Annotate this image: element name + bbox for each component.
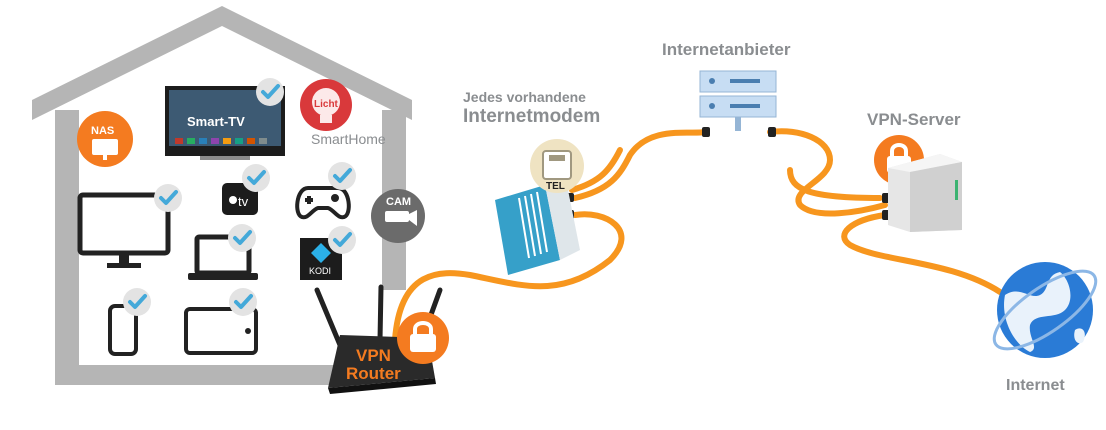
checkmark-icon [227, 286, 259, 318]
modem-icon [495, 185, 580, 275]
cable-modem-provider [569, 129, 708, 201]
checkmark-icon [121, 286, 153, 318]
vpn-router-label-line1: VPN [356, 346, 391, 365]
cable-router-modem [392, 211, 625, 343]
telephone-icon [530, 139, 584, 193]
smart-tv-label: Smart-TV [187, 114, 245, 129]
light-bulb-icon [300, 79, 352, 131]
server-icon [699, 70, 777, 131]
cam-label: CAM [386, 196, 412, 208]
cable-vpnserver-internet [841, 212, 1003, 295]
apple-tv-label: tv [238, 194, 249, 209]
laptop-icon [188, 234, 258, 280]
phone-icon [108, 304, 138, 356]
provider-label: Internetanbieter [662, 40, 791, 59]
lock-icon [397, 312, 449, 364]
checkmark-icon [326, 160, 358, 192]
licht-label: Licht [314, 99, 338, 110]
checkmark-icon [240, 162, 272, 194]
modem-label-line2: Internetmodem [463, 106, 601, 127]
cable-provider-vpnserver [767, 128, 888, 217]
tablet-icon [184, 307, 258, 355]
kodi-label: KODI [309, 266, 332, 276]
monitor-icon [77, 192, 171, 268]
gamepad-icon [295, 186, 351, 220]
vpn-server-label: VPN-Server [867, 110, 961, 129]
checkmark-icon [326, 224, 358, 256]
tower-server-icon [888, 154, 962, 232]
cable-connectors [566, 127, 890, 220]
cam-icon [371, 189, 425, 243]
nas-icon [77, 111, 133, 167]
checkmark-icon [226, 222, 258, 254]
checkmark-icon [152, 182, 184, 214]
internet-label: Internet [1006, 377, 1065, 394]
smart-tv-icon [165, 86, 285, 160]
modem-label-line1: Jedes vorhandene [463, 89, 586, 105]
checkmark-icon [254, 76, 286, 108]
globe-icon [992, 262, 1098, 358]
apple-tv-icon [222, 183, 258, 215]
vpn-router-label-line2: Router [346, 364, 401, 383]
tel-label: TEL [546, 181, 565, 192]
smarthome-label: SmartHome [311, 131, 386, 147]
nas-label: NAS [91, 125, 115, 137]
